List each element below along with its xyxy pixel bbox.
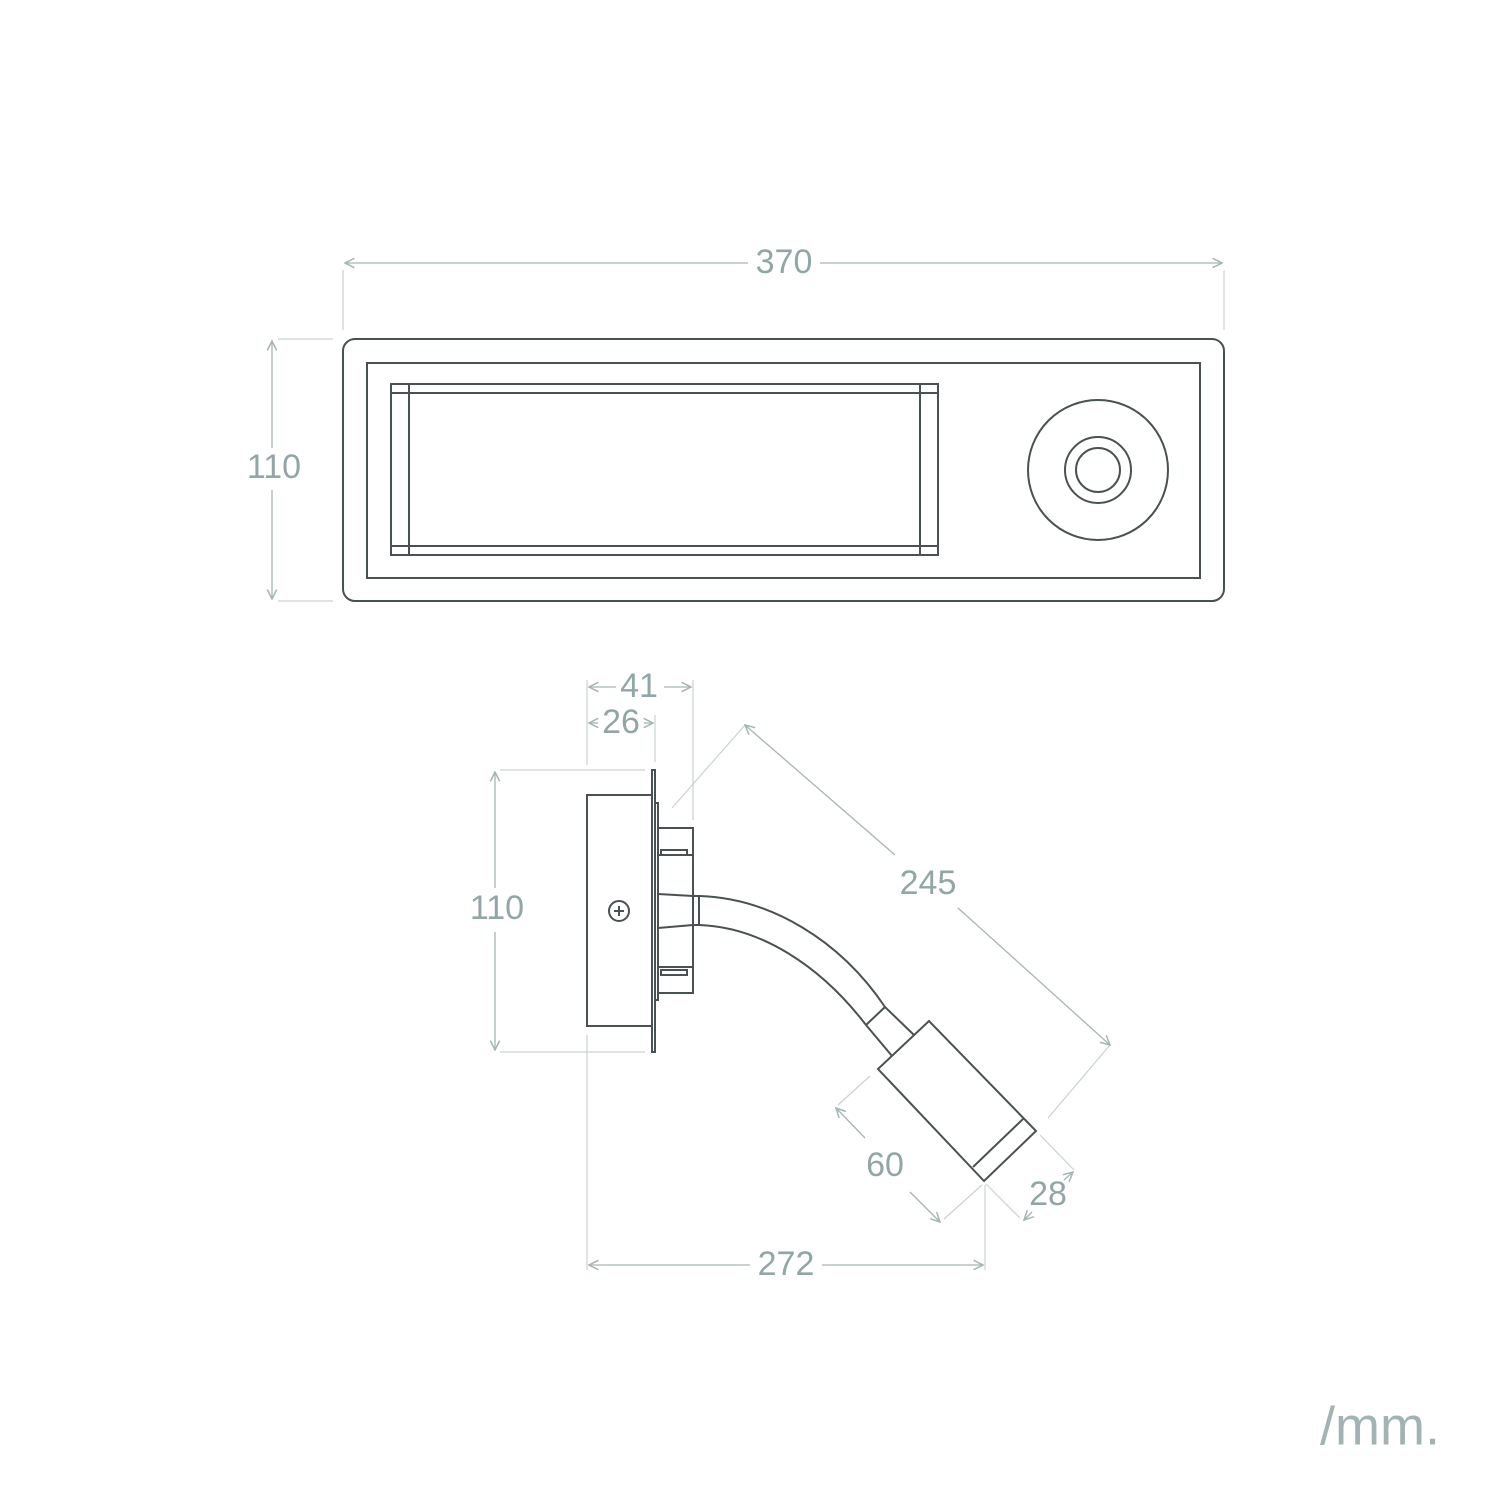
arm-collar <box>692 895 700 926</box>
arm-length-label: 245 <box>900 864 957 902</box>
screw-icon <box>608 900 630 922</box>
front-dimensions: 370 110 <box>247 243 1225 602</box>
head-length-label: 60 <box>866 1146 904 1184</box>
reading-light-panel <box>390 383 939 556</box>
flexible-arm <box>698 895 886 1008</box>
side-height-label: 110 <box>470 889 524 927</box>
side-view <box>586 769 1038 1183</box>
depth-base-label: 26 <box>602 703 640 741</box>
projection-label: 272 <box>758 1245 815 1283</box>
switch-ring <box>1064 436 1132 504</box>
width-dimension-label: 370 <box>756 243 813 281</box>
height-dimension-label: 110 <box>247 448 301 486</box>
front-view <box>342 338 1225 602</box>
units-label: /mm. <box>1320 1396 1440 1456</box>
depth-total-label: 41 <box>620 667 658 705</box>
switch-button <box>1075 447 1121 493</box>
head-diameter-label: 28 <box>1029 1175 1067 1213</box>
spotlight-head <box>876 1019 1038 1183</box>
faceplate-outer <box>342 338 1225 602</box>
faceplate-inner <box>366 362 1201 579</box>
switch-outer-ring <box>1027 399 1169 541</box>
side-dimensions: 41 26 110 245 60 28 272 <box>470 667 1110 1283</box>
